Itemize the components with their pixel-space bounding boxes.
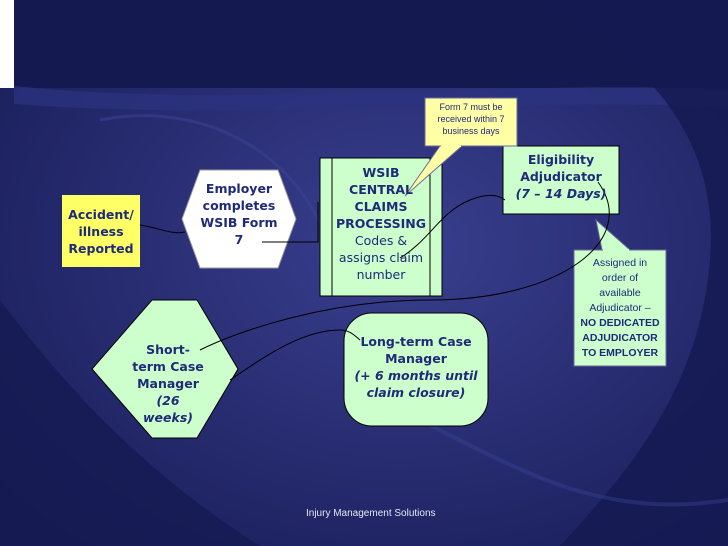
long-term-line-1: Long-term Case xyxy=(360,334,472,349)
short-term-node: Short- term Case Manager (26 weeks) xyxy=(118,341,218,426)
short-term-shape xyxy=(91,299,239,439)
accident-line-1: Accident/ xyxy=(68,207,134,222)
footer-text: Injury Management Solutions xyxy=(306,508,436,519)
employer-hexagon xyxy=(181,169,297,269)
short-term-line-1: Short- xyxy=(146,342,190,357)
long-term-line-2: Manager xyxy=(385,351,447,366)
eligibility-node: Eligibility Adjudicator (7 – 14 Days) xyxy=(503,151,619,202)
connector-eligibility-shortterm xyxy=(199,181,610,351)
form7-callout-shape xyxy=(404,97,518,197)
wsib-node: WSIB CENTRAL CLAIMS PROCESSING Codes & a… xyxy=(332,164,430,283)
assigned-line-3: available xyxy=(599,287,641,299)
employer-node: Employer completes WSIB Form 7 xyxy=(188,180,290,248)
assigned-line-4: Adjudicator – xyxy=(589,302,651,314)
wsib-line-5: Codes & xyxy=(354,233,408,248)
long-term-line-3: (+ 6 months until xyxy=(354,368,478,383)
employer-line-4: 7 xyxy=(234,232,244,247)
wsib-line-3: CLAIMS xyxy=(354,199,408,214)
wsib-line-1: WSIB xyxy=(362,165,400,180)
long-term-box xyxy=(343,312,489,427)
short-term-line-5: weeks) xyxy=(143,410,193,425)
assigned-line-2: order of xyxy=(601,272,639,284)
long-term-line-4: claim closure) xyxy=(366,385,466,400)
eligibility-box xyxy=(502,145,620,215)
connector-wsib-eligibility xyxy=(399,194,506,259)
assigned-callout: Assigned in order of available Adjudicat… xyxy=(574,256,666,361)
accident-line-3: Reported xyxy=(68,241,134,256)
employer-line-3: WSIB Form xyxy=(200,215,278,230)
employer-line-2: completes xyxy=(202,198,276,213)
connector-employer-wsib xyxy=(262,202,319,243)
accident-node: Accident/ illness Reported xyxy=(62,206,140,257)
assigned-line-5: NO DEDICATED xyxy=(580,317,660,329)
wsib-line-2: CENTRAL xyxy=(349,182,413,197)
accident-line-2: illness xyxy=(78,224,124,239)
assigned-line-7: TO EMPLOYER xyxy=(581,347,659,359)
wsib-line-6: assigns claim xyxy=(338,250,424,265)
connector-shortterm-longterm xyxy=(229,329,361,381)
assigned-line-1: Assigned in xyxy=(592,257,648,269)
accident-box xyxy=(62,195,140,267)
employer-line-1: Employer xyxy=(205,181,273,196)
short-term-line-2: term Case xyxy=(132,359,204,374)
short-term-line-3: Manager xyxy=(137,376,199,391)
eligibility-line-3: (7 – 14 Days) xyxy=(515,186,607,201)
connector-accident-employer xyxy=(139,224,186,234)
short-term-line-4: (26 xyxy=(156,393,180,408)
form7-line-3: business days xyxy=(442,126,500,136)
form7-callout: Form 7 must be received within 7 busines… xyxy=(425,101,517,137)
assigned-callout-shape xyxy=(573,218,667,367)
long-term-node: Long-term Case Manager (+ 6 months until… xyxy=(344,333,488,401)
form7-line-2: received within 7 xyxy=(437,114,505,124)
eligibility-line-1: Eligibility xyxy=(527,152,595,167)
wsib-line-4: PROCESSING xyxy=(336,216,426,231)
form7-line-1: Form 7 must be xyxy=(439,102,503,112)
assigned-line-6: ADJUDICATOR xyxy=(582,332,658,344)
wsib-line-7: number xyxy=(356,267,406,282)
eligibility-line-2: Adjudicator xyxy=(520,169,602,184)
